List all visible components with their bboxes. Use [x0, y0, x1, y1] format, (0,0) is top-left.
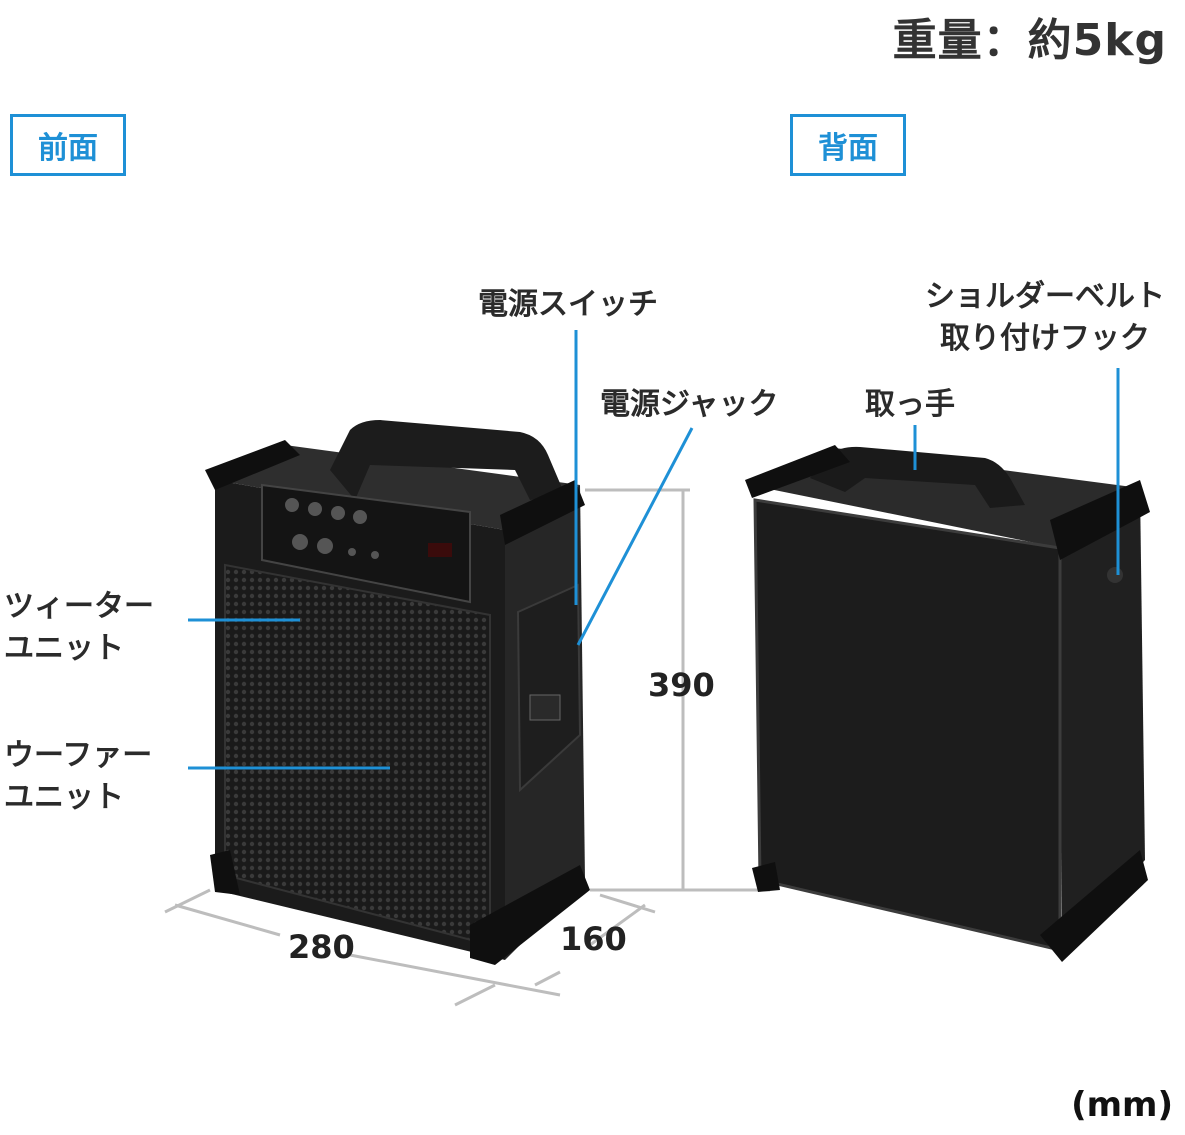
power-jack-label: 電源ジャック — [600, 387, 779, 422]
power-switch-label: 電源スイッチ — [478, 287, 658, 322]
shoulder-hook-label-line2: 取り付けフック — [940, 321, 1150, 356]
tweeter-label-line1: ツィーター — [4, 589, 154, 624]
unit-label: (mm) — [1071, 1085, 1173, 1125]
weight-label: 重量：約5kg — [892, 15, 1167, 66]
tweeter-label-line2: ユニット — [4, 631, 124, 666]
woofer-label-line1: ウーファー — [4, 738, 153, 773]
woofer-label-line2: ユニット — [4, 780, 124, 815]
depth-dimension: 160 — [560, 920, 627, 958]
shoulder-hook-label: ショルダーベルト 取り付けフック — [910, 276, 1180, 360]
handle-label: 取っ手 — [865, 387, 955, 422]
woofer-label: ウーファー ユニット — [4, 735, 152, 819]
width-dimension: 280 — [288, 928, 355, 966]
back-view-tag: 背面 — [790, 114, 906, 176]
callout-lines — [188, 330, 1120, 770]
back-speaker — [745, 445, 1150, 962]
shoulder-hook-label-line1: ショルダーベルト — [925, 279, 1165, 314]
tweeter-label: ツィーター ユニット — [4, 586, 154, 670]
front-speaker — [205, 420, 590, 965]
height-dimension: 390 — [648, 666, 715, 704]
dimension-lines — [164, 488, 770, 1007]
front-view-tag: 前面 — [10, 114, 126, 176]
